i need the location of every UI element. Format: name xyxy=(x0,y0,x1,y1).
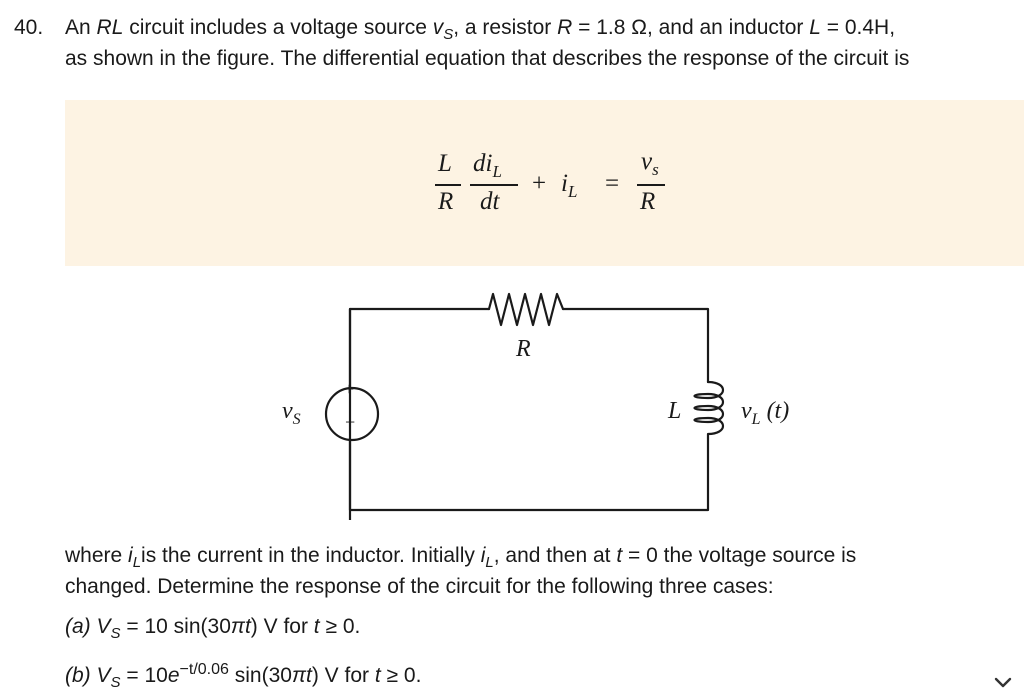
wire-top-left xyxy=(348,307,491,520)
case-b: (b) VS = 10e−t/0.06 sin(30πt) V for t ≥ … xyxy=(65,661,422,692)
eq-plus: + xyxy=(532,170,547,197)
source-minus-sign: − xyxy=(345,412,356,432)
problem-number: 40. xyxy=(14,16,44,39)
eq-i: iL xyxy=(561,170,578,201)
eq-num-di: diL xyxy=(473,150,502,181)
fraction-bar-lr xyxy=(435,184,461,186)
eq-equals: = xyxy=(605,170,620,197)
source-label: vS xyxy=(282,398,301,428)
source-plus-sign: + xyxy=(344,379,355,399)
inductor-symbol xyxy=(693,380,725,440)
chevron-down-icon[interactable] xyxy=(994,676,1012,690)
wire-right-bottom xyxy=(348,436,710,512)
problem-line-2: as shown in the figure. The differential… xyxy=(65,47,910,70)
resistor-label: R xyxy=(516,336,531,362)
eq-den-dt: dt xyxy=(480,188,500,215)
wire-top-right xyxy=(561,307,710,384)
problem-line-1: An RL circuit includes a voltage source … xyxy=(65,16,896,44)
fraction-bar-didt xyxy=(470,184,518,186)
inductor-label: L xyxy=(668,398,682,424)
eq-rhs-den: R xyxy=(640,188,656,215)
output-voltage-label: vL (t) xyxy=(741,398,790,428)
voltage-source xyxy=(324,386,380,442)
eq-rhs-num: vs xyxy=(641,148,659,179)
case-a: (a) VS = 10 sin(30πt) V for t ≥ 0. xyxy=(65,615,361,643)
eq-den-R: R xyxy=(438,188,454,215)
body-line-2: changed. Determine the response of the c… xyxy=(65,575,774,598)
resistor-symbol xyxy=(487,292,565,327)
eq-num-L: L xyxy=(438,150,452,177)
rl-circuit-diagram xyxy=(324,292,725,520)
fraction-bar-vsr xyxy=(637,184,665,186)
equation-box: L R diL dt + iL = vs R xyxy=(65,100,1024,266)
body-line-1: where iLis the current in the inductor. … xyxy=(65,544,857,572)
